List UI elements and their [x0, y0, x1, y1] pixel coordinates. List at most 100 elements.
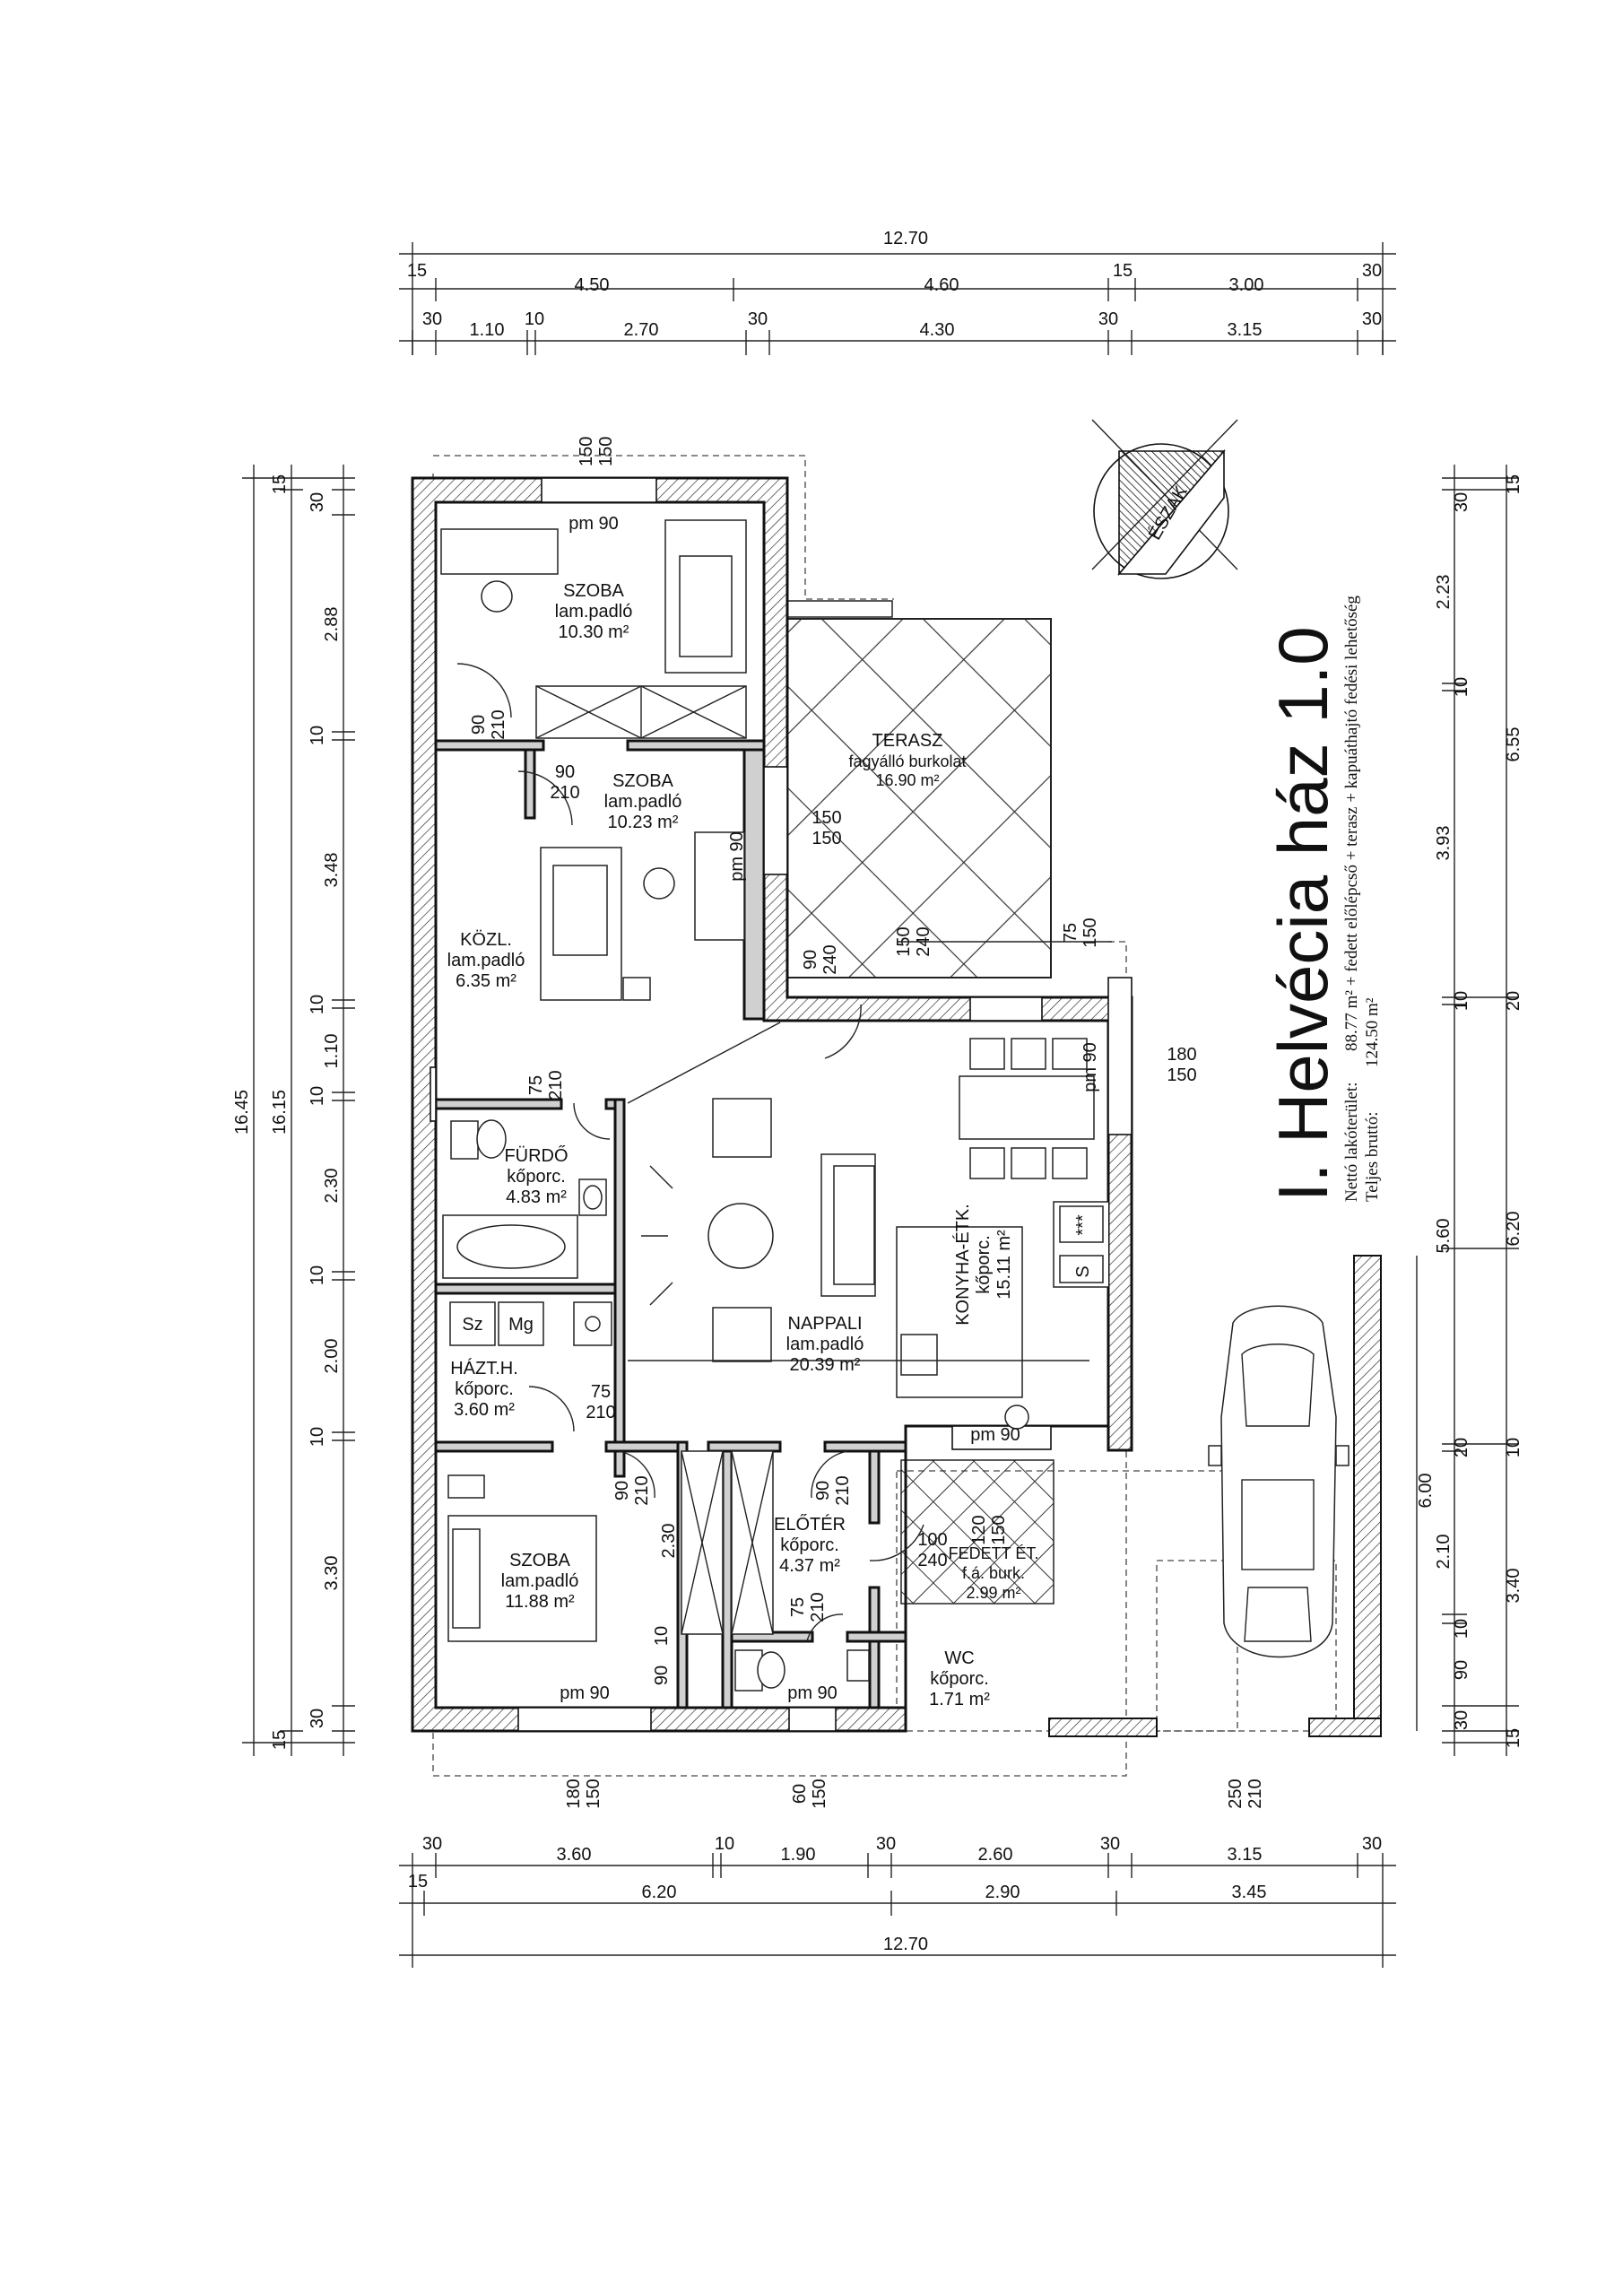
fixture-sz-label: Sz [462, 1315, 482, 1335]
opening-label: 210 [550, 783, 579, 803]
room-area: 10.23 m² [608, 813, 679, 832]
dim-label: 30 [1100, 1834, 1120, 1854]
dim-label: 3.15 [1228, 320, 1263, 340]
room-furdo: FÜRDŐ kőporc. 4.83 m² [504, 1145, 568, 1207]
area-info: Nettó lakóterület: 88.77 m² + fedett elő… [1342, 596, 1382, 1202]
dim-label: 10 [308, 1086, 327, 1106]
dim-left-outer: 16.45 [232, 1090, 252, 1135]
dim-label: 10 [525, 309, 544, 329]
net-area-value: 88.77 m² + fedett előlépcső + terasz + k… [1342, 596, 1361, 1051]
room-area: 6.35 m² [456, 971, 516, 991]
room-area: 4.37 m² [779, 1556, 840, 1576]
room-area: 15.11 m² [994, 1230, 1014, 1300]
furniture [440, 519, 1108, 1692]
room-szoba-1: SZOBA lam.padló 10.30 m² [555, 581, 633, 642]
opening-label: 150 [812, 808, 841, 828]
dim-label: 90 [1452, 1660, 1471, 1680]
dim-label: 3.00 [1229, 275, 1264, 295]
room-area: 4.83 m² [506, 1187, 567, 1207]
dim-label: 10 [1504, 1438, 1523, 1457]
opening-label: 90 [801, 950, 820, 970]
dim-label: 15 [1113, 261, 1133, 281]
dim-left-top: 15 [270, 474, 290, 494]
opening-label: 90 [813, 1481, 833, 1500]
room-name: HÁZT.H. [450, 1358, 518, 1378]
dim-label: 30 [1098, 309, 1118, 329]
room-szoba-2: SZOBA lam.padló 10.23 m² [604, 771, 682, 832]
dim-label: 10 [1452, 677, 1471, 697]
room-floor: kőporc. [780, 1535, 839, 1555]
opening-label: 150 [989, 1515, 1009, 1544]
opening-label: 2.30 [659, 1524, 679, 1559]
dim-label: 4.60 [924, 275, 959, 295]
opening-label: 180 [1167, 1045, 1196, 1065]
dim-label: 3.93 [1434, 826, 1454, 861]
room-terasz: TERASZ fagyálló burkolat 16.90 m² [848, 731, 966, 789]
dim-label: 1.90 [781, 1845, 816, 1865]
dim-label: 4.30 [920, 320, 955, 340]
dim-label: 3.60 [557, 1845, 592, 1865]
opening-label: 120 [969, 1515, 989, 1544]
opening-label: 90 [555, 762, 575, 782]
room-floor: kőporc. [455, 1379, 514, 1399]
room-area: 1.71 m² [929, 1690, 990, 1709]
dim-label: 10 [308, 1265, 327, 1285]
dim-label: 2.00 [322, 1339, 342, 1374]
opening-label: pm 90 [568, 514, 619, 534]
dim-top-total: 12.70 [883, 229, 928, 248]
room-name: TERASZ [872, 731, 943, 751]
dim-label: 30 [422, 1834, 442, 1854]
opening-label: 210 [586, 1403, 615, 1422]
dim-label: 3.45 [1232, 1883, 1267, 1902]
dim-label: 2.23 [1434, 575, 1454, 610]
dim-label: 6.20 [1504, 1212, 1523, 1247]
dim-label: 10 [1452, 1619, 1471, 1639]
room-floor: lam.padló [555, 602, 633, 622]
dim-label: 10 [715, 1834, 734, 1854]
dim-label: 2.10 [1434, 1535, 1454, 1570]
dim-label: 20 [1504, 991, 1523, 1011]
opening-label: pm 90 [727, 831, 747, 882]
room-konyha: KONYHA-ÉTK. kőporc. 15.11 m² [952, 1204, 1014, 1326]
opening-label: 75 [526, 1075, 546, 1095]
room-floor: lam.padló [604, 792, 682, 812]
dim-bottom-row1: 30 3.60 10 1.90 30 2.60 30 3.15 30 [422, 1834, 1382, 1865]
dim-label: 30 [308, 492, 327, 512]
dim-label: 1.10 [470, 320, 505, 340]
opening-label: 150 [596, 437, 616, 466]
north-arrow-icon [1091, 419, 1238, 579]
dim-right-extra: 6.00 [1416, 1474, 1436, 1509]
opening-label: 10 [652, 1626, 672, 1646]
opening-label: pm 90 [1081, 1042, 1100, 1092]
dim-top-row1: 15 4.50 4.60 15 3.00 30 [407, 261, 1382, 295]
opening-label: 210 [546, 1070, 566, 1100]
gross-area-label: Teljes bruttó: [1363, 1111, 1382, 1202]
dim-left-bottom: 15 [270, 1730, 290, 1750]
opening-label: 240 [820, 944, 840, 974]
opening-label: pm 90 [787, 1683, 838, 1703]
room-area: 16.90 m² [875, 771, 939, 789]
room-floor: kőporc. [930, 1669, 989, 1689]
dim-label: 10 [1452, 991, 1471, 1011]
room-wc: WC kőporc. 1.71 m² [929, 1648, 990, 1709]
room-name: KONYHA-ÉTK. [952, 1204, 973, 1326]
dim-label: 15 [1504, 474, 1523, 494]
opening-label: 210 [1245, 1779, 1265, 1808]
opening-label: 240 [914, 926, 933, 956]
dim-label: 2.88 [322, 607, 342, 642]
dim-label: 15 [408, 1872, 428, 1892]
dim-label: 30 [1362, 309, 1382, 329]
dim-label: 30 [1362, 261, 1382, 281]
room-floor: lam.padló [447, 951, 525, 970]
room-name: ELŐTÉR [774, 1514, 846, 1535]
opening-labels: 150 150 pm 90 90 210 90 210 150 150 pm 9… [469, 437, 1265, 1809]
opening-label: 210 [489, 709, 508, 739]
opening-label: 210 [808, 1592, 828, 1622]
room-name: WC [944, 1648, 974, 1668]
dim-label: 6.55 [1504, 727, 1523, 762]
opening-label: 75 [788, 1597, 808, 1617]
dim-label: 30 [876, 1834, 896, 1854]
dim-label: 30 [1452, 492, 1471, 512]
opening-label: 150 [584, 1779, 603, 1808]
